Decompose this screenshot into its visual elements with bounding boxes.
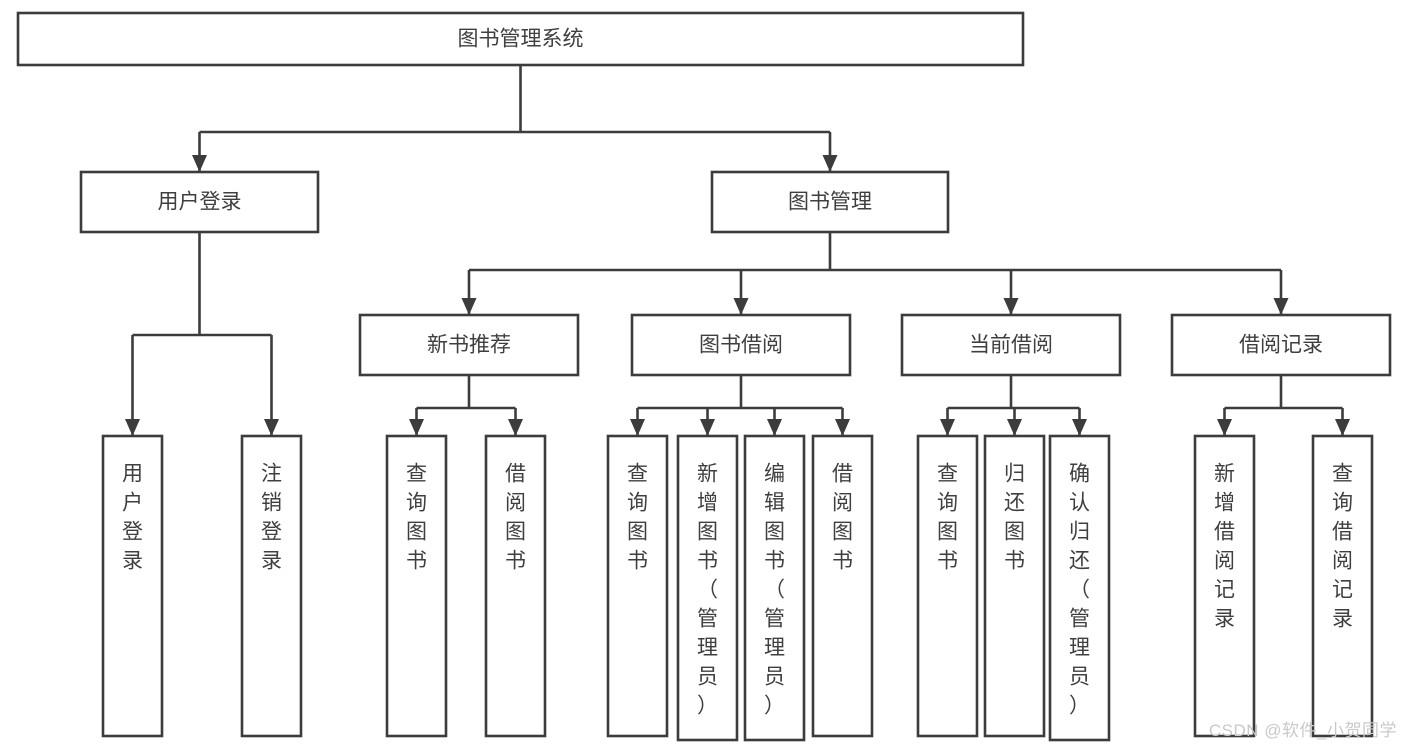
- arrowhead-icon-cb-confirm-return: [1072, 419, 1087, 436]
- node-bb-add-book[interactable]: 新增图书（管理员）: [676, 434, 739, 742]
- node-label-book-manage: 图书管理: [788, 191, 872, 214]
- node-cb-query-book[interactable]: 查询图书: [916, 434, 979, 738]
- node-current-borrow[interactable]: 当前借阅: [900, 313, 1122, 377]
- node-user-login[interactable]: 用户登录: [79, 170, 320, 234]
- arrowhead-icon-nb-borrow-book: [508, 419, 523, 436]
- node-label-leaf-user-login: 用户登录: [122, 463, 143, 573]
- node-box-bb-add-book[interactable]: [676, 434, 739, 742]
- node-leaf-logout[interactable]: 注销登录: [240, 434, 303, 738]
- arrowhead-icon-current-borrow: [1003, 298, 1019, 315]
- arrowhead-icon-br-query-record: [1335, 419, 1350, 436]
- csdn-watermark: CSDN @软件_小贺同学: [1208, 721, 1397, 740]
- node-new-book-rec[interactable]: 新书推荐: [358, 313, 580, 377]
- node-box-new-book-rec[interactable]: [358, 313, 580, 377]
- node-box-cb-return-book[interactable]: [983, 434, 1046, 738]
- node-label-nb-query-book: 查询图书: [406, 463, 427, 573]
- arrowhead-icon-cb-return-book: [1007, 419, 1022, 436]
- node-box-leaf-user-login[interactable]: [101, 434, 164, 738]
- arrowhead-icon-bb-add-book: [700, 419, 715, 436]
- arrowhead-icon-br-add-record: [1217, 419, 1232, 436]
- arrowhead-icon-cb-query-book: [940, 419, 955, 436]
- node-box-bb-query-book[interactable]: [606, 434, 669, 738]
- node-box-br-add-record[interactable]: [1193, 434, 1256, 738]
- node-label-new-book-rec: 新书推荐: [427, 334, 511, 357]
- node-box-nb-query-book[interactable]: [385, 434, 448, 738]
- node-box-user-login[interactable]: [79, 170, 320, 234]
- node-label-nb-borrow-book: 借阅图书: [505, 463, 526, 573]
- arrowhead-icon-leaf-logout: [264, 419, 279, 436]
- arrowhead-icon-bb-query-book: [630, 419, 645, 436]
- node-label-book-borrow: 图书借阅: [699, 334, 783, 357]
- node-label-bb-borrow-book: 借阅图书: [832, 463, 853, 573]
- connector-links: [125, 65, 1350, 436]
- node-label-br-add-record: 新增借阅记录: [1214, 463, 1235, 631]
- node-label-cb-query-book: 查询图书: [937, 463, 958, 573]
- node-label-borrow-record: 借阅记录: [1239, 334, 1323, 357]
- node-box-bb-borrow-book[interactable]: [811, 434, 874, 738]
- node-label-cb-confirm-return: 确认归还（管理员）: [1069, 463, 1090, 718]
- node-root[interactable]: 图书管理系统: [16, 11, 1025, 67]
- node-box-current-borrow[interactable]: [900, 313, 1122, 377]
- node-cb-confirm-return[interactable]: 确认归还（管理员）: [1048, 434, 1111, 742]
- node-box-cb-query-book[interactable]: [916, 434, 979, 738]
- node-book-manage[interactable]: 图书管理: [710, 170, 950, 234]
- node-label-cb-return-book: 归还图书: [1004, 463, 1025, 573]
- node-label-bb-query-book: 查询图书: [627, 463, 648, 573]
- node-nb-borrow-book[interactable]: 借阅图书: [484, 434, 547, 738]
- node-br-query-record[interactable]: 查询借阅记录: [1311, 434, 1374, 738]
- node-label-bb-add-book: 新增图书（管理员）: [697, 463, 718, 718]
- arrowhead-icon-user-login: [192, 155, 207, 172]
- node-box-leaf-logout[interactable]: [240, 434, 303, 738]
- node-borrow-record[interactable]: 借阅记录: [1170, 313, 1392, 377]
- arrowhead-icon-leaf-user-login: [125, 419, 140, 436]
- arrowhead-icon-book-borrow: [733, 298, 749, 315]
- node-box-borrow-record[interactable]: [1170, 313, 1392, 377]
- node-bb-edit-book[interactable]: 编辑图书（管理员）: [743, 434, 806, 742]
- node-bb-borrow-book[interactable]: 借阅图书: [811, 434, 874, 738]
- node-label-user-login: 用户登录: [158, 191, 242, 214]
- node-box-br-query-record[interactable]: [1311, 434, 1374, 738]
- node-nb-query-book[interactable]: 查询图书: [385, 434, 448, 738]
- node-label-root: 图书管理系统: [458, 28, 584, 51]
- node-boxes: 图书管理系统用户登录图书管理新书推荐图书借阅当前借阅借阅记录用户登录注销登录查询…: [16, 11, 1392, 742]
- node-cb-return-book[interactable]: 归还图书: [983, 434, 1046, 738]
- arrowhead-icon-bb-borrow-book: [835, 419, 850, 436]
- node-box-book-manage[interactable]: [710, 170, 950, 234]
- node-leaf-user-login[interactable]: 用户登录: [101, 434, 164, 738]
- arrowhead-icon-nb-query-book: [409, 419, 424, 436]
- arrowhead-icon-new-book-rec: [461, 298, 477, 315]
- node-label-br-query-record: 查询借阅记录: [1332, 463, 1353, 631]
- node-box-book-borrow[interactable]: [630, 313, 852, 377]
- arrowhead-icon-book-manage: [822, 155, 838, 172]
- node-box-bb-edit-book[interactable]: [743, 434, 806, 742]
- node-bb-query-book[interactable]: 查询图书: [606, 434, 669, 738]
- node-label-current-borrow: 当前借阅: [969, 334, 1053, 357]
- node-box-nb-borrow-book[interactable]: [484, 434, 547, 738]
- arrowhead-icon-borrow-record: [1273, 298, 1289, 315]
- node-box-root[interactable]: [16, 11, 1025, 67]
- node-box-cb-confirm-return[interactable]: [1048, 434, 1111, 742]
- arrowhead-icon-bb-edit-book: [767, 419, 782, 436]
- node-br-add-record[interactable]: 新增借阅记录: [1193, 434, 1256, 738]
- node-label-bb-edit-book: 编辑图书（管理员）: [764, 463, 785, 718]
- node-book-borrow[interactable]: 图书借阅: [630, 313, 852, 377]
- node-label-leaf-logout: 注销登录: [261, 463, 282, 573]
